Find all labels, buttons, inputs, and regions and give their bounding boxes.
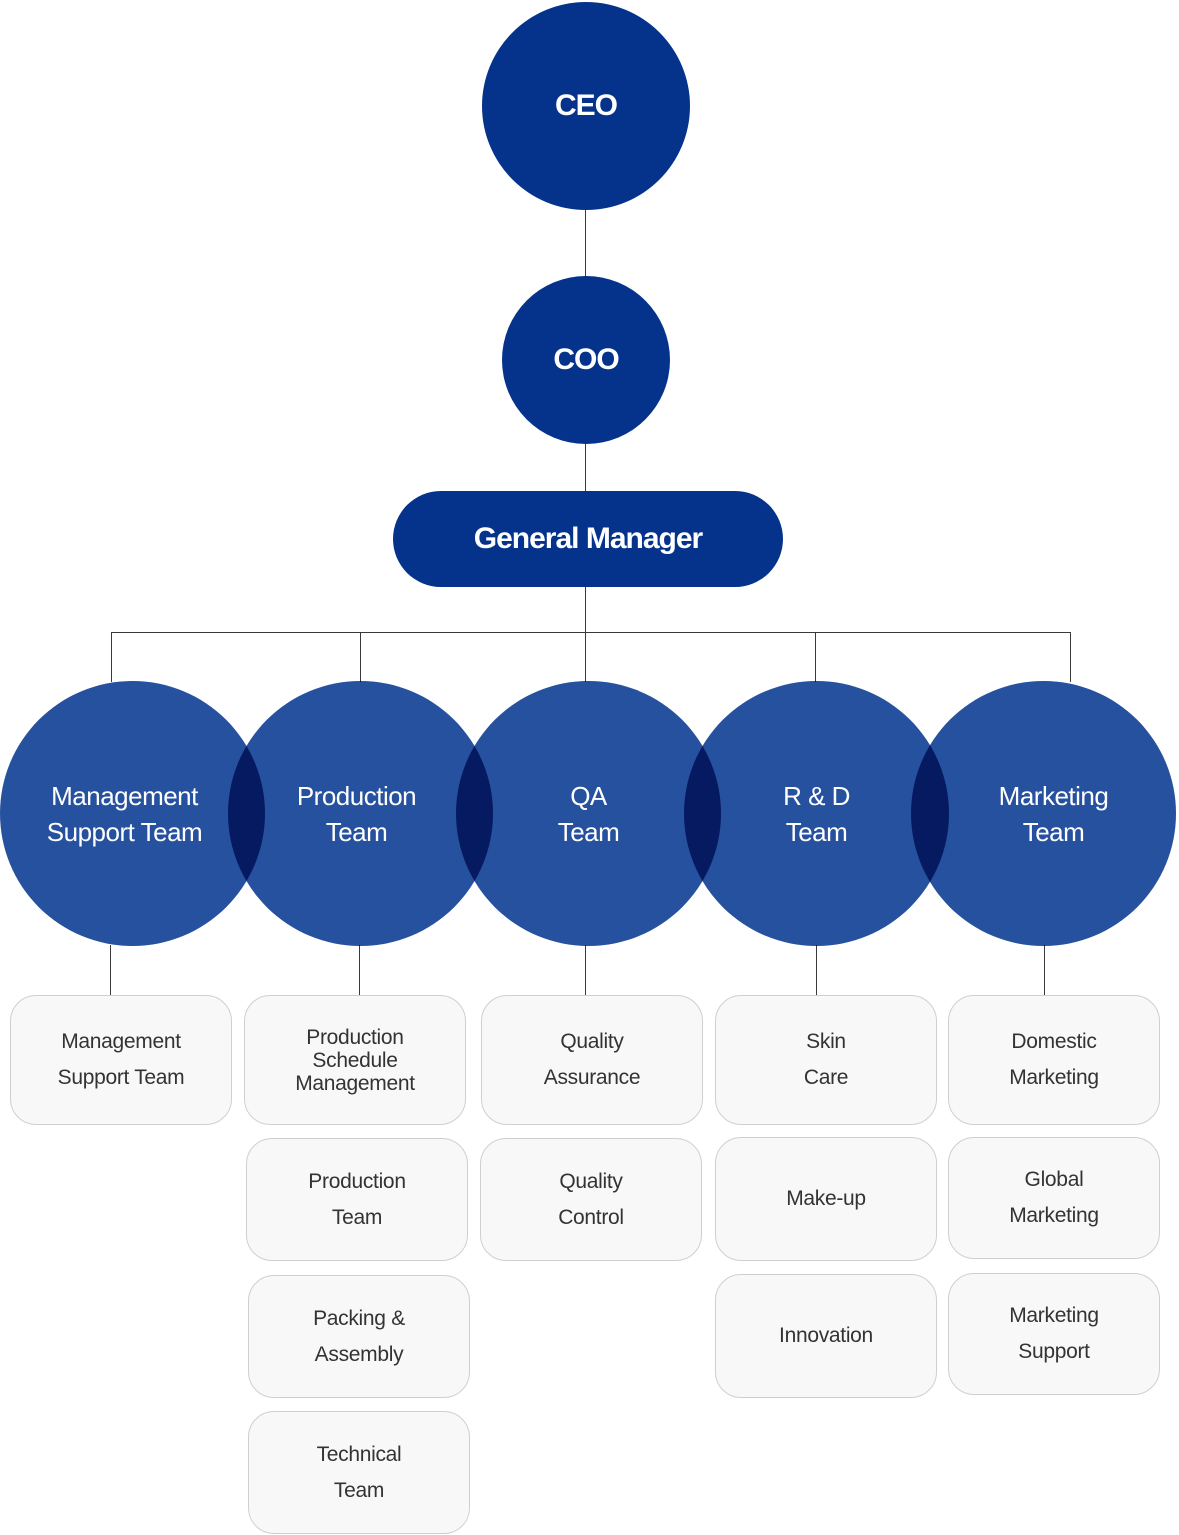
connector-bus-dept-1 — [111, 632, 112, 682]
connector-gm-bus — [585, 586, 586, 632]
sub-unit-production-team: Production Team — [246, 1138, 468, 1261]
connector-dept-1-sub — [110, 945, 111, 996]
coo-label: COO — [553, 343, 619, 376]
connector-dept-4-sub — [816, 945, 817, 996]
connector-bus-dept-2 — [360, 632, 361, 682]
sub-unit-quality-control: Quality Control — [480, 1138, 702, 1261]
connector-bus-dept-5 — [1070, 632, 1071, 682]
dept-circle-production — [228, 681, 493, 946]
sub-unit-marketing-support: Marketing Support — [948, 1273, 1160, 1395]
coo-node: COO — [502, 276, 670, 444]
general-manager-label: General Manager — [473, 522, 703, 555]
connector-dept-5-sub — [1044, 945, 1045, 996]
connector-dept-2-sub — [359, 945, 360, 996]
connector-ceo-coo — [585, 208, 586, 278]
sub-unit-quality-assurance: Quality Assurance — [481, 995, 703, 1125]
dept-circle-qa — [456, 681, 721, 946]
sub-unit-make-up: Make-up — [715, 1137, 937, 1261]
sub-unit-domestic-marketing: Domestic Marketing — [948, 995, 1160, 1125]
sub-unit-skin-care: Skin Care — [715, 995, 937, 1125]
ceo-node: CEO — [482, 2, 690, 210]
sub-unit-production-schedule-management: Production Schedule Management — [244, 995, 466, 1125]
dept-label-rnd: R & D Team — [783, 780, 850, 847]
sub-unit-packing-assembly: Packing & Assembly — [248, 1275, 470, 1398]
sub-unit-innovation: Innovation — [715, 1274, 937, 1398]
sub-unit-management-support-team: Management Support Team — [10, 995, 232, 1125]
dept-label-marketing: Marketing Team — [998, 780, 1109, 847]
dept-circle-rnd — [684, 681, 949, 946]
dept-label-production: Production Team — [296, 780, 417, 847]
connector-horizontal-bus — [111, 632, 1071, 633]
connector-dept-3-sub — [585, 945, 586, 996]
dept-label-qa: QA Team — [557, 780, 620, 847]
connector-bus-dept-4 — [815, 632, 816, 682]
dept-label-management-support: Management Support Team — [46, 780, 203, 847]
general-manager-node: General Manager — [393, 491, 783, 587]
ceo-label: CEO — [554, 89, 618, 122]
connector-coo-gm — [585, 443, 586, 492]
connector-bus-dept-3 — [585, 632, 586, 682]
sub-unit-technical-team: Technical Team — [248, 1411, 470, 1534]
dept-circle-management-support — [0, 681, 265, 946]
dept-circle-marketing — [911, 681, 1176, 946]
sub-unit-global-marketing: Global Marketing — [948, 1137, 1160, 1259]
